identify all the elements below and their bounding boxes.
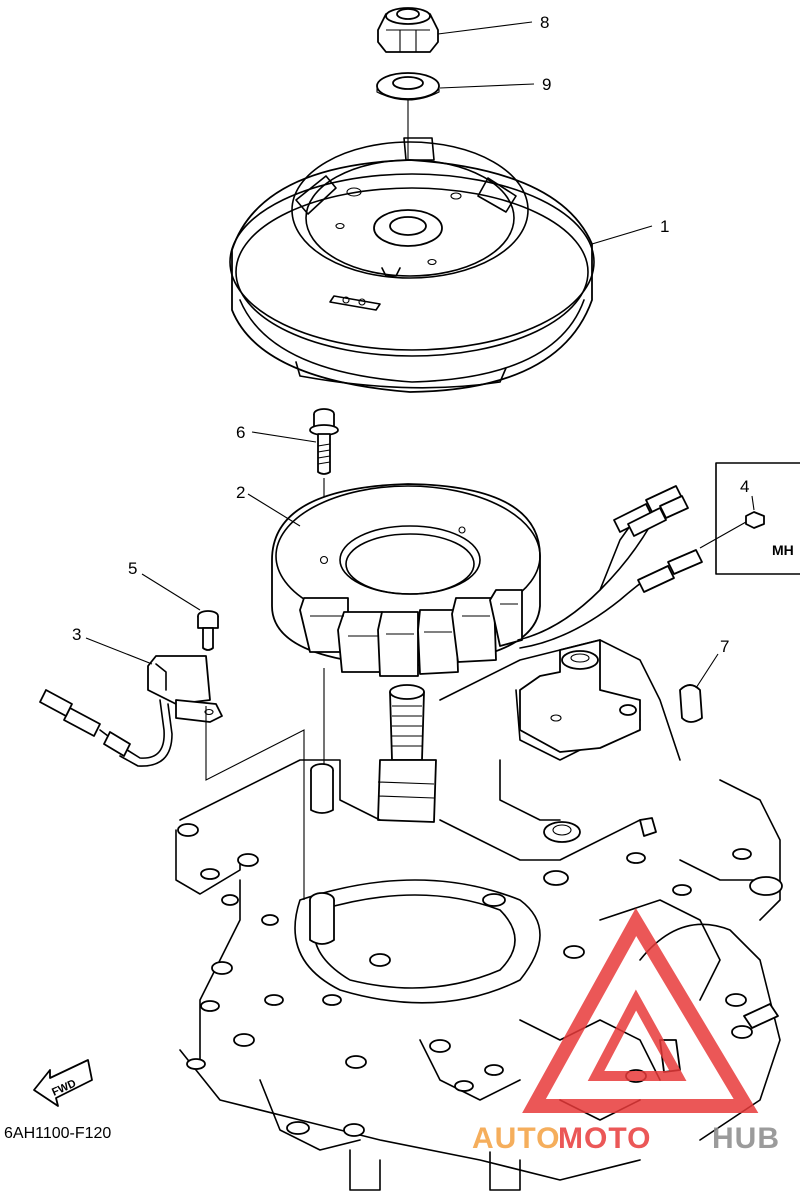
dashed-leader <box>205 706 305 900</box>
part-2-stator <box>271 483 703 677</box>
part-1-flywheel <box>229 137 595 393</box>
callout-8: 8 <box>540 13 549 32</box>
callout-4: 4 <box>740 477 749 496</box>
part-4-screw-box <box>699 462 800 575</box>
part-6-bolt <box>309 408 339 475</box>
callout-5: 5 <box>128 559 137 578</box>
callout-7: 7 <box>720 637 729 656</box>
callout-3: 3 <box>72 625 81 644</box>
watermark-text-hub: HUB <box>712 1122 780 1155</box>
callout-9: 9 <box>542 75 551 94</box>
watermark-text-auto: AUTO <box>472 1122 560 1155</box>
part-5-screw <box>197 610 219 651</box>
part-3-pulser-coil <box>39 655 223 767</box>
watermark-logo: AUTO MOTO HUB <box>472 907 780 1155</box>
mh-label: MH <box>772 542 794 558</box>
callout-1: 1 <box>660 217 669 236</box>
part-9-washer <box>376 72 440 101</box>
watermark-triangle <box>522 907 759 1113</box>
callout-2: 2 <box>236 483 245 502</box>
watermark-text-moto: MOTO <box>558 1122 651 1155</box>
crankcase-assembly <box>175 639 783 1191</box>
leader-lines <box>85 21 755 689</box>
part-7-key <box>679 684 703 723</box>
callout-6: 6 <box>236 423 245 442</box>
diagram-code: 6AH1100-F120 <box>4 1125 111 1142</box>
watermark-triangle-inner <box>587 989 687 1081</box>
part-8-nut <box>377 7 439 53</box>
fwd-arrow: FWD <box>33 1059 93 1107</box>
